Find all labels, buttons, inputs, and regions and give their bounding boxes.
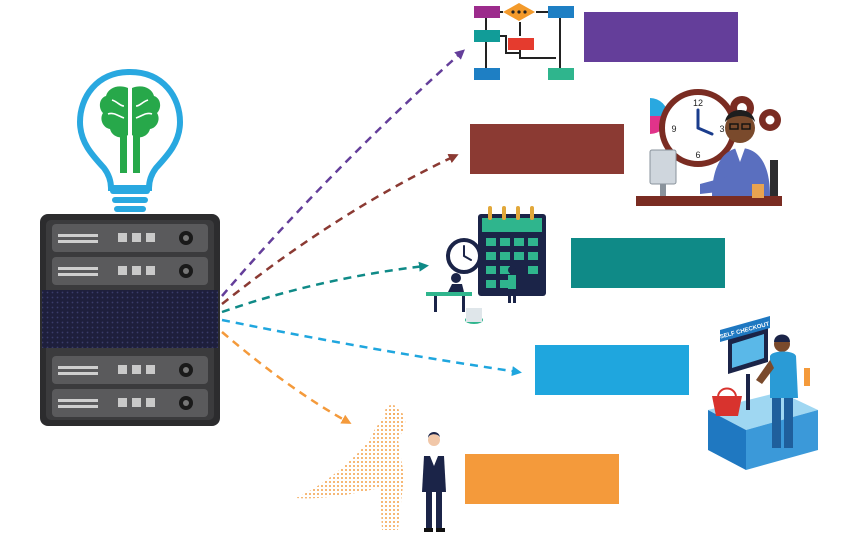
scheduling-label-box <box>571 238 725 288</box>
clock-numeral-6: 6 <box>695 150 700 160</box>
brain-icon <box>99 86 161 138</box>
self-checkout-label-box <box>535 345 689 395</box>
superhero-shadow-icon <box>296 405 406 530</box>
clock-numeral-9: 9 <box>671 124 676 134</box>
server-unit <box>52 224 208 252</box>
shopper-icon <box>756 334 798 448</box>
arrow-to-scheduling <box>221 261 429 314</box>
arrow-to-leadership <box>221 331 352 424</box>
arrow-to-flowchart <box>221 49 465 297</box>
flowchart-icon <box>474 3 574 80</box>
server-rack-icon <box>40 214 220 426</box>
server-unit <box>52 257 208 285</box>
clock-numeral-12: 12 <box>693 98 703 108</box>
clock-numeral-3: 3 <box>719 124 724 134</box>
lightbulb-brain-icon <box>76 68 184 212</box>
shopping-basket-icon <box>712 387 742 416</box>
businesswoman-icon <box>422 432 446 532</box>
flowchart-label-box <box>584 12 738 62</box>
arrow-to-self-checkout <box>221 318 522 377</box>
clock-worker-icon: 12 3 6 9 <box>636 89 782 206</box>
server-unit <box>52 389 208 417</box>
server-unit <box>52 356 208 384</box>
leadership-label-box <box>465 454 619 504</box>
self-checkout-icon: SELF CHECKOUT <box>708 316 818 470</box>
calendar-icon <box>426 206 546 324</box>
arrow-to-time-management <box>221 154 459 305</box>
time-management-label-box <box>470 124 624 174</box>
